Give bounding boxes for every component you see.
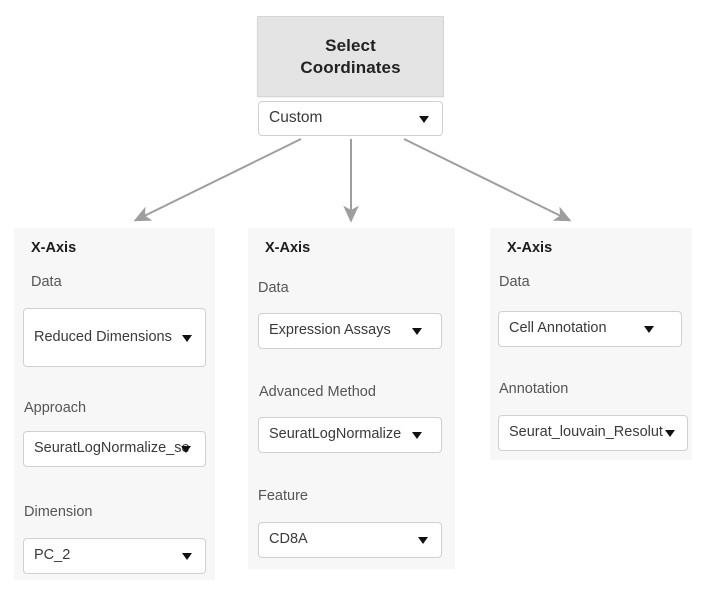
panel-middle-method-label: Advanced Method [259,384,376,400]
select-coordinates-title-line2: Coordinates [300,57,401,77]
coordinate-mode-select[interactable]: Custom [258,101,443,136]
panel-middle-data-label: Data [258,280,289,296]
chevron-down-icon [644,326,654,333]
chevron-down-icon [181,446,191,453]
panel-left-title: X-Axis [31,240,77,256]
coordinate-mode-value: Custom [269,109,323,127]
panel-middle-feature-label: Feature [258,488,308,504]
panel-left-approach-value: SeuratLogNormalize_se [34,440,190,457]
panel-middle-data-select[interactable]: Expression Assays [258,313,442,349]
chevron-down-icon [665,430,675,437]
chevron-down-icon [182,334,192,342]
arrow-to-left-panel [133,138,302,222]
panel-middle-feature-select[interactable]: CD8A [258,522,442,558]
panel-right-annotation-label: Annotation [499,381,569,397]
panel-right-annotation-select[interactable]: Seurat_louvain_Resolut [498,415,688,451]
panel-middle-method-value: SeuratLogNormalize [269,426,402,443]
panel-left-data-value: Reduced Dimensions [34,328,172,345]
panel-left-approach-label: Approach [24,400,87,416]
chevron-down-icon [419,115,429,123]
chevron-down-icon [182,553,192,560]
select-coordinates-title-line1: Select [325,36,376,56]
panel-middle-method-select[interactable]: SeuratLogNormalize [258,417,442,453]
panel-right-data-value: Cell Annotation [509,320,607,337]
panel-right-title: X-Axis [507,240,553,256]
panel-left-approach-select[interactable]: SeuratLogNormalize_se [23,431,206,467]
panel-right-data-label: Data [499,274,530,290]
arrow-to-right-panel [403,138,572,222]
panel-left-dimension-label: Dimension [24,504,93,520]
panel-left-dimension-select[interactable]: PC_2 [23,538,206,574]
chevron-down-icon [412,328,422,335]
panel-middle-data-value: Expression Assays [269,322,391,339]
panel-left-data-label: Data [31,274,62,290]
panel-left-data-select[interactable]: Reduced Dimensions [23,308,206,367]
panel-middle-title: X-Axis [265,240,311,256]
x-axis-panel-middle: X-Axis [248,228,455,569]
chevron-down-icon [412,432,422,439]
panel-left-dimension-value: PC_2 [34,547,71,564]
select-coordinates-header: Select Coordinates [257,16,444,97]
chevron-down-icon [418,537,428,544]
select-coordinates-title: Select Coordinates [300,35,400,78]
x-axis-panel-left: X-Axis [14,228,215,580]
panel-middle-feature-value: CD8A [269,531,308,548]
panel-right-annotation-value: Seurat_louvain_Resolut [509,424,663,441]
panel-right-data-select[interactable]: Cell Annotation [498,311,682,347]
